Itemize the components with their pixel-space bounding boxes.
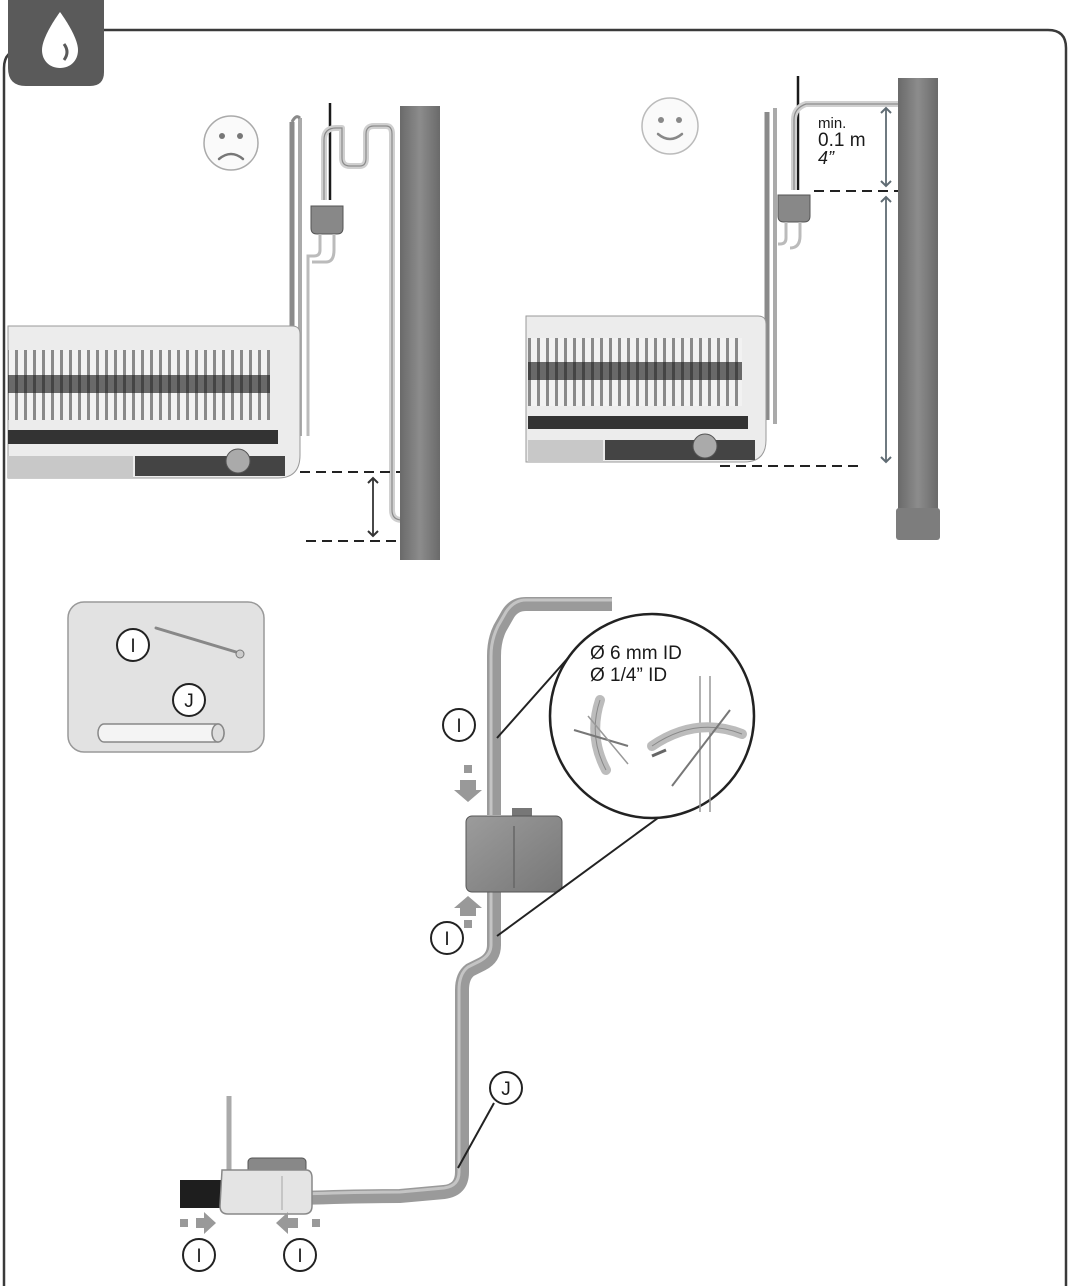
sad-face-icon	[203, 115, 259, 171]
panel-bad-install	[7, 103, 440, 560]
height-difference-dimension-bad	[300, 471, 400, 542]
indoor-unit-bad	[7, 325, 301, 479]
parts-box: I J	[67, 601, 265, 753]
cable-tie-vertical-detail	[573, 695, 629, 775]
callout-tie-lower: I	[430, 921, 464, 955]
svg-text:J: J	[501, 1079, 511, 1100]
diameter-metric-label: Ø 6 mm ID	[590, 643, 682, 664]
svg-text:I: I	[444, 929, 449, 950]
cable-tie-horizontal-detail	[647, 676, 747, 812]
happy-face-icon	[641, 97, 699, 155]
callout-tie-upper: I	[442, 708, 476, 742]
panel-good-install: min. 0.1 m 4”	[525, 76, 940, 540]
header-badge	[8, 0, 104, 86]
pump-sensor-good	[777, 194, 811, 223]
parts-label-j: J	[184, 691, 194, 712]
upper-hose	[487, 597, 612, 815]
svg-text:I: I	[196, 1246, 201, 1267]
min-metric-label: 0.1 m	[818, 130, 866, 151]
callout-tie-pump-right: I	[283, 1238, 317, 1272]
indoor-unit-good	[525, 315, 767, 463]
drain-loop-bad	[321, 123, 403, 523]
flow-arrows-pump	[180, 1212, 320, 1234]
drain-pipe-column-bad	[400, 106, 440, 560]
flow-arrows-reservoir	[454, 765, 482, 928]
svg-text:I: I	[456, 716, 461, 737]
diameter-imperial-label: Ø 1/4” ID	[590, 665, 667, 686]
svg-text:I: I	[297, 1246, 302, 1267]
water-drop-icon	[42, 12, 78, 68]
min-height-dimension: min. 0.1 m 4”	[720, 106, 898, 467]
routing-diagram: Ø 6 mm ID Ø 1/4” ID I	[180, 597, 756, 1272]
condensate-pump	[180, 1096, 313, 1215]
min-label: min.	[818, 115, 846, 132]
tube-detail-callout: Ø 6 mm ID Ø 1/4” ID	[496, 612, 756, 937]
pump-sensor-bad	[310, 205, 344, 235]
drain-pipe-column-good	[898, 78, 938, 510]
lower-hose	[299, 890, 501, 1205]
min-imperial-label: 4”	[818, 148, 835, 168]
callout-tie-pump-left: I	[182, 1238, 216, 1272]
callout-hose: J	[457, 1071, 523, 1169]
parts-label-i: I	[130, 636, 135, 657]
pump-reservoir	[465, 808, 563, 893]
cable-tie-icon	[154, 626, 245, 659]
drain-hose-icon	[97, 723, 225, 743]
